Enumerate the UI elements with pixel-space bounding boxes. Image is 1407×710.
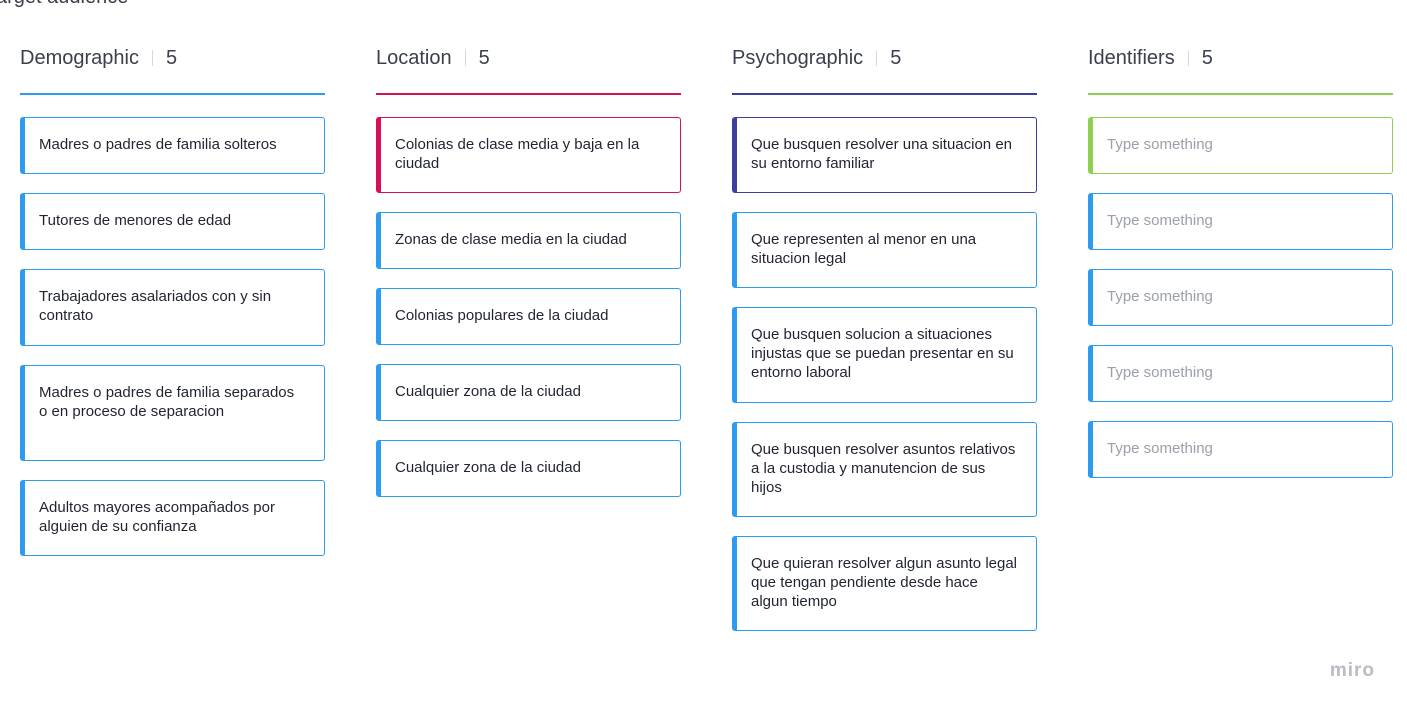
column-count: 5 <box>1201 46 1213 69</box>
sticky-card-input[interactable]: Type something <box>1088 269 1393 326</box>
card-text: Madres o padres de familia separados o e… <box>39 384 295 421</box>
card-text: Colonias de clase media y baja en la ciu… <box>395 136 640 173</box>
card-text: Que quieran resolver algun asunto legal … <box>751 555 1018 611</box>
sticky-card[interactable]: Que busquen resolver una situacion en su… <box>732 117 1037 193</box>
card-text: Cualquier zona de la ciudad <box>395 383 581 400</box>
board-title: Target audience <box>0 0 128 9</box>
column-title: Psychographic <box>732 46 864 69</box>
sticky-card[interactable]: Zonas de clase media en la ciudad <box>376 212 681 269</box>
column-demographic: Demographic 5 Madres o padres de familia… <box>20 44 325 575</box>
card-text: Que busquen resolver asuntos relativos a… <box>751 441 1016 497</box>
column-count: 5 <box>165 46 178 69</box>
card-placeholder: Type something <box>1107 440 1213 457</box>
column-rule <box>1088 93 1393 95</box>
column-count: 5 <box>890 46 902 69</box>
sticky-card-input[interactable]: Type something <box>1088 421 1393 478</box>
card-text: Que busquen resolver una situacion en su… <box>751 136 1013 173</box>
sticky-card[interactable]: Cualquier zona de la ciudad <box>376 364 681 421</box>
card-placeholder: Type something <box>1107 288 1213 305</box>
header-divider <box>464 50 466 66</box>
card-text: Zonas de clase media en la ciudad <box>395 231 627 248</box>
card-placeholder: Type something <box>1107 364 1213 381</box>
column-rule <box>732 93 1037 95</box>
card-text: Cualquier zona de la ciudad <box>395 459 581 476</box>
column-identifiers: Identifiers 5 Type something Type someth… <box>1088 44 1393 497</box>
column-psychographic: Psychographic 5 Que busquen resolver una… <box>732 44 1037 650</box>
card-text: Que representen al menor en una situacio… <box>751 231 977 268</box>
header-divider <box>1187 50 1189 66</box>
column-count: 5 <box>478 46 490 69</box>
column-header[interactable]: Identifiers 5 <box>1088 44 1393 72</box>
card-text: Adultos mayores acompañados por alguien … <box>39 499 275 536</box>
sticky-card[interactable]: Que quieran resolver algun asunto legal … <box>732 536 1037 631</box>
column-header[interactable]: Location 5 <box>376 44 681 72</box>
header-divider <box>151 50 153 66</box>
card-placeholder: Type something <box>1107 212 1213 229</box>
card-text: Que busquen solucion a situaciones injus… <box>751 326 1014 382</box>
column-header[interactable]: Psychographic 5 <box>732 44 1037 72</box>
column-title: Demographic <box>20 46 139 69</box>
sticky-card[interactable]: Que busquen solucion a situaciones injus… <box>732 307 1037 403</box>
sticky-card[interactable]: Trabajadores asalariados con y sin contr… <box>20 269 325 346</box>
sticky-card[interactable]: Cualquier zona de la ciudad <box>376 440 681 497</box>
card-placeholder: Type something <box>1107 136 1213 153</box>
sticky-card[interactable]: Madres o padres de familia solteros <box>20 117 325 174</box>
card-text: Tutores de menores de edad <box>39 212 232 229</box>
sticky-card-input[interactable]: Type something <box>1088 345 1393 402</box>
header-divider <box>876 50 878 66</box>
column-header[interactable]: Demographic 5 <box>20 44 325 72</box>
sticky-card[interactable]: Madres o padres de familia separados o e… <box>20 365 325 461</box>
sticky-card[interactable]: Colonias de clase media y baja en la ciu… <box>376 117 681 193</box>
card-text: Madres o padres de familia solteros <box>39 136 277 153</box>
sticky-card[interactable]: Adultos mayores acompañados por alguien … <box>20 480 325 556</box>
sticky-card[interactable]: Que busquen resolver asuntos relativos a… <box>732 422 1037 517</box>
column-location: Location 5 Colonias de clase media y baj… <box>376 44 681 516</box>
sticky-card-input[interactable]: Type something <box>1088 193 1393 250</box>
column-title: Identifiers <box>1088 46 1175 69</box>
sticky-card[interactable]: Tutores de menores de edad <box>20 193 325 250</box>
column-rule <box>20 93 325 95</box>
card-text: Colonias populares de la ciudad <box>395 307 609 324</box>
sticky-card[interactable]: Que representen al menor en una situacio… <box>732 212 1037 288</box>
sticky-card-input[interactable]: Type something <box>1088 117 1393 174</box>
column-rule <box>376 93 681 95</box>
miro-logo[interactable]: miro <box>1329 660 1375 681</box>
sticky-card[interactable]: Colonias populares de la ciudad <box>376 288 681 345</box>
card-text: Trabajadores asalariados con y sin contr… <box>39 288 272 325</box>
column-title: Location <box>376 46 452 69</box>
